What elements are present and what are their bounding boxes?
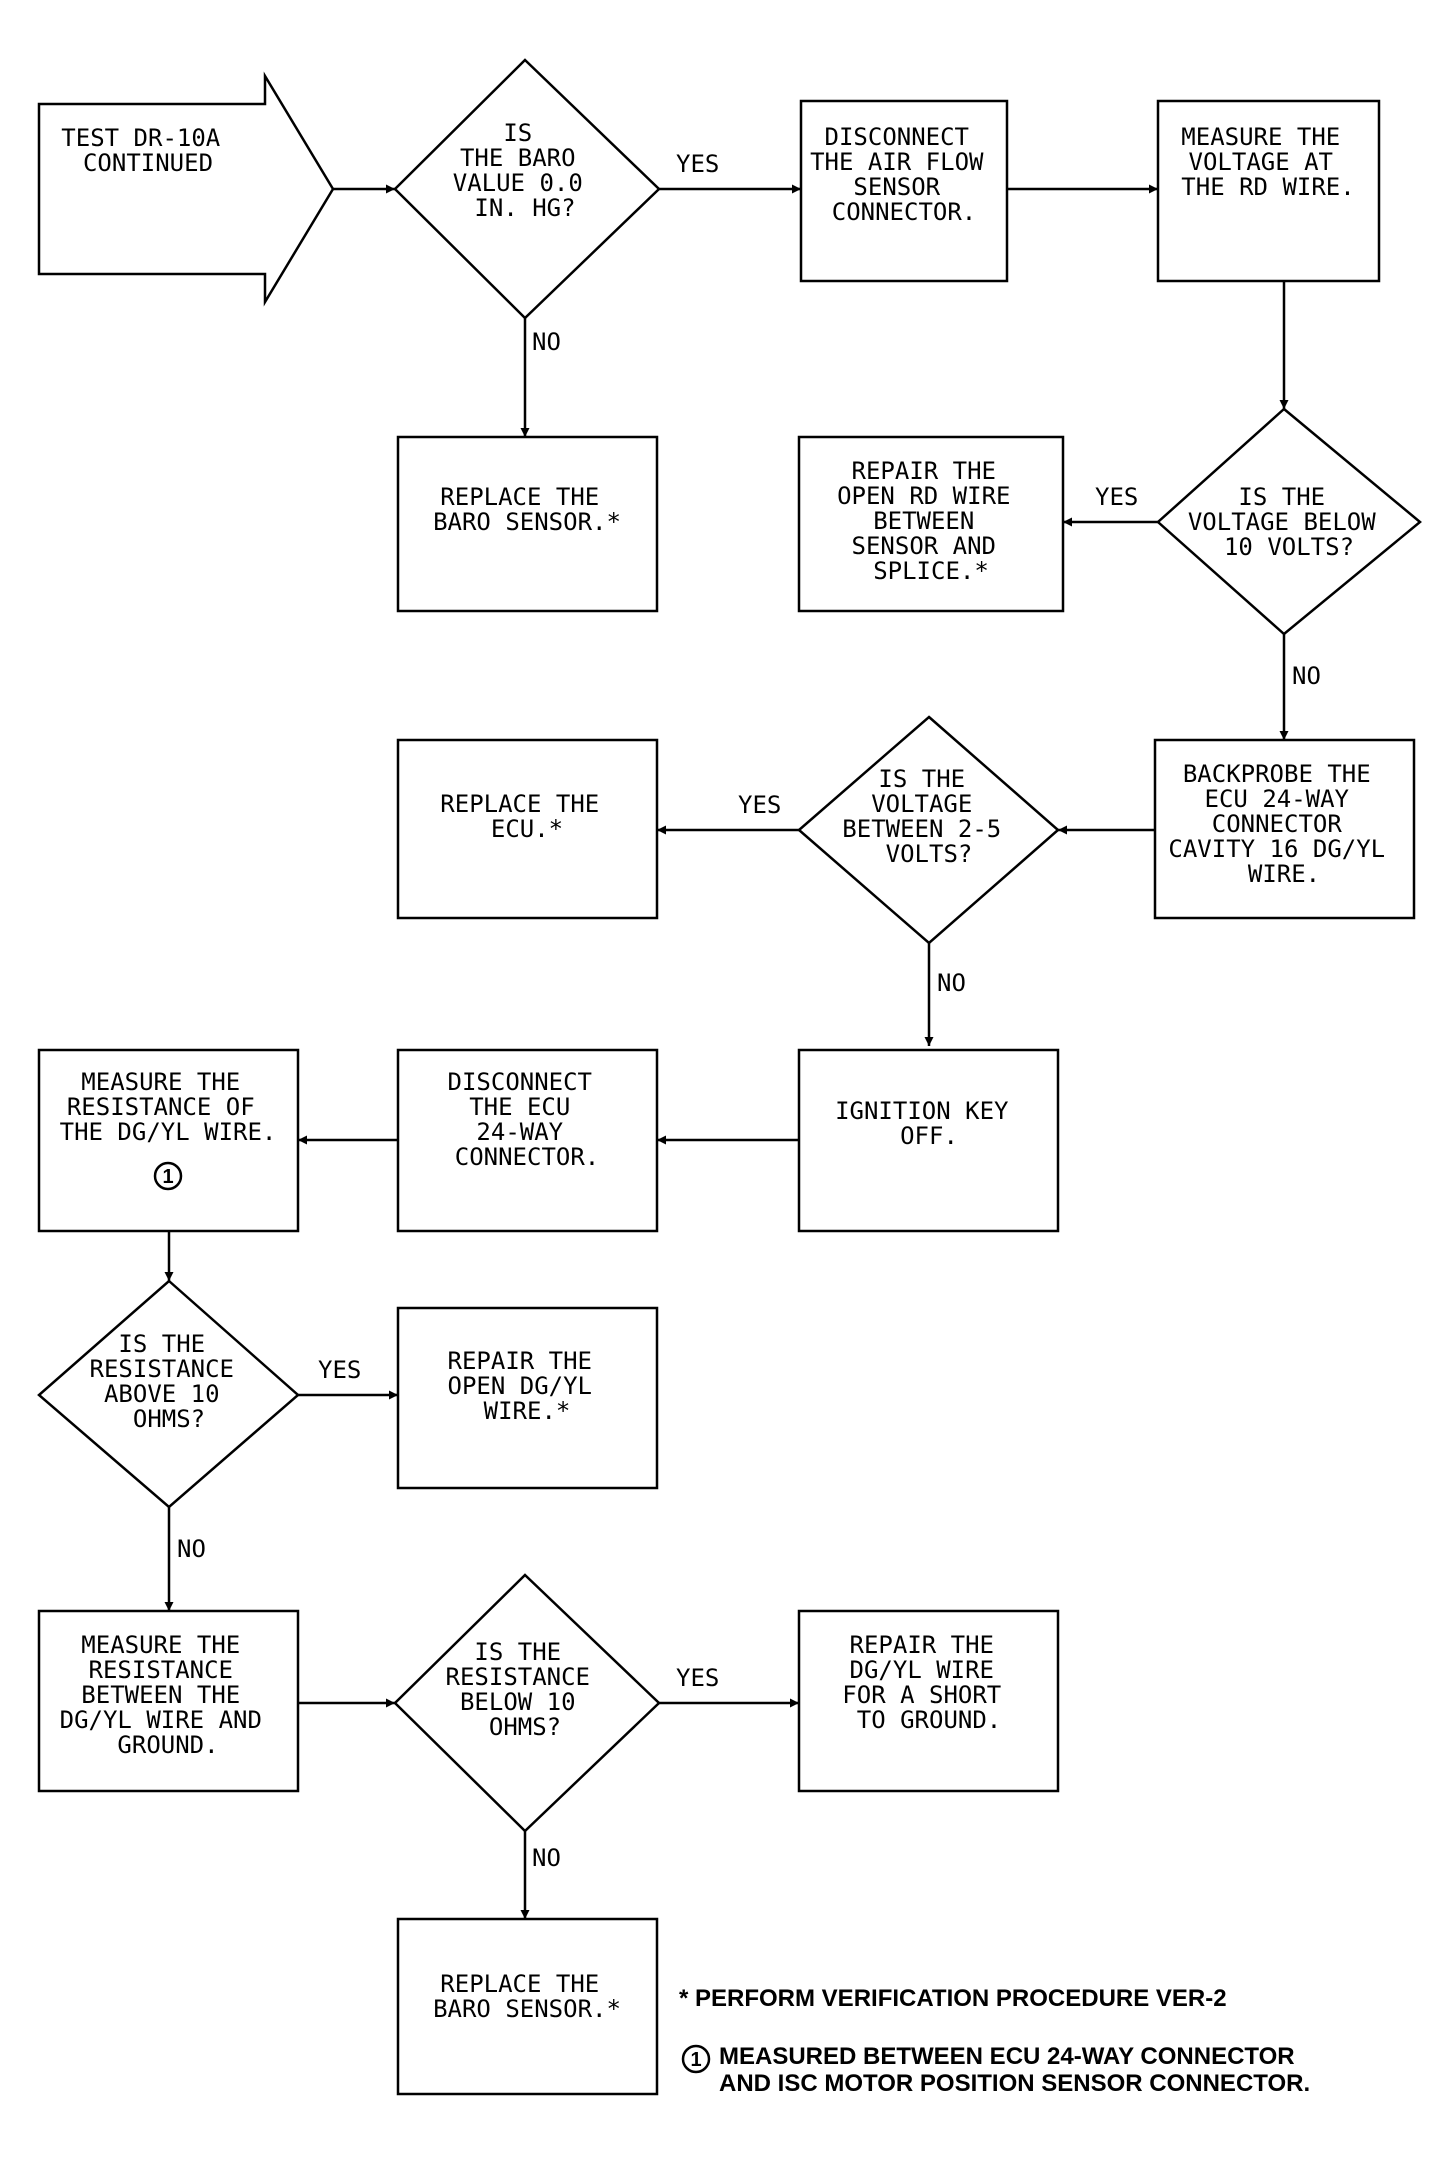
note-asterisk-verification: * PERFORM VERIFICATION PROCEDURE VER-2: [679, 1985, 1227, 2012]
box-replace-ecu-text: REPLACE THE ECU.*: [440, 790, 613, 843]
box-repair-open-rd-wire: [797, 435, 1065, 613]
box-disconnect-ecu-text: DISCONNECT THE ECU 24-WAY CONNECTOR.: [448, 1068, 607, 1171]
label-yes-voltage25: YES: [738, 791, 781, 819]
footnotes: * PERFORM VERIFICATION PROCEDURE VER-2 1…: [679, 1985, 1310, 2097]
box-repair-open-rd-wire-text: REPAIR THE OPEN RD WIRE BETWEEN SENSOR A…: [837, 457, 1025, 585]
box-disconnect-air-flow-sensor: [799, 99, 1009, 283]
box-repair-short-to-ground: [797, 1609, 1060, 1793]
box-measure-voltage-rd: [1156, 99, 1381, 283]
decision-voltage-between-2-5: [797, 715, 1060, 945]
decision-resistance-below-10-text: IS THE RESISTANCE BELOW 10 OHMS?: [446, 1638, 605, 1741]
label-no-voltage10: NO: [1292, 662, 1321, 690]
box-backprobe-ecu: [1153, 738, 1416, 920]
note-circled-line-2: AND ISC MOTOR POSITION SENSOR CONNECTOR.: [719, 2070, 1310, 2097]
box-repair-open-dgyl-wire: [396, 1306, 659, 1490]
box-ignition-key-off: [797, 1048, 1060, 1233]
decision-resistance-above-10-text: IS THE RESISTANCE ABOVE 10 OHMS?: [90, 1330, 249, 1433]
label-yes-res-below: YES: [676, 1664, 719, 1692]
label-no-res-above: NO: [177, 1535, 206, 1563]
decision-baro-value: [393, 58, 661, 320]
box-replace-baro-sensor-2-text: REPLACE THE BARO SENSOR.*: [433, 1970, 621, 2023]
connectors: [164, 184, 1289, 1919]
label-no-baro: NO: [532, 328, 561, 356]
box-measure-resistance-ground-text: MEASURE THE RESISTANCE BETWEEN THE DG/YL…: [60, 1631, 277, 1759]
box-replace-ecu: [396, 738, 659, 920]
box-replace-baro-sensor-1: [396, 435, 659, 613]
label-yes-voltage10: YES: [1095, 483, 1138, 511]
decision-resistance-below-10: [393, 1573, 661, 1833]
start-block-arrow: [37, 71, 335, 307]
box-ignition-key-off-text: IGNITION KEY OFF.: [835, 1097, 1023, 1150]
box-replace-baro-sensor-1-text: REPLACE THE BARO SENSOR.*: [433, 483, 621, 536]
box-measure-voltage-rd-text: MEASURE THE VOLTAGE AT THE RD WIRE.: [1181, 123, 1354, 201]
decision-resistance-above-10: [37, 1279, 300, 1509]
decision-voltage-below-10: [1156, 407, 1422, 636]
decision-voltage-between-2-5-text: IS THE VOLTAGE BETWEEN 2-5 VOLTS?: [842, 765, 1015, 868]
label-yes-res-above: YES: [318, 1356, 361, 1384]
box-disconnect-ecu: [396, 1048, 659, 1233]
decision-voltage-below-10-text: IS THE VOLTAGE BELOW 10 VOLTS?: [1188, 483, 1390, 561]
box-measure-resistance-ground: [37, 1609, 300, 1793]
label-no-res-below: NO: [532, 1844, 561, 1872]
box-disconnect-air-flow-sensor-text: DISCONNECT THE AIR FLOW SENSOR CONNECTOR…: [810, 123, 998, 226]
note-circled-line-1: MEASURED BETWEEN ECU 24-WAY CONNECTOR: [719, 2043, 1295, 2070]
label-no-voltage25: NO: [937, 969, 966, 997]
box-measure-resistance-dgyl: [37, 1048, 300, 1233]
branch-labels: YES NO YES NO YES NO YES NO YES NO: [177, 150, 1321, 1872]
box-repair-open-dgyl-wire-text: REPAIR THE OPEN DG/YL WIRE.*: [448, 1347, 607, 1425]
box-measure-resistance-dgyl-text: MEASURE THE RESISTANCE OF THE DG/YL WIRE…: [60, 1068, 277, 1146]
note-circled-marker-icon: [681, 2044, 711, 2074]
label-yes-baro: YES: [676, 150, 719, 178]
decision-baro-value-text: IS THE BARO VALUE 0.0 IN. HG?: [453, 119, 598, 222]
box-replace-baro-sensor-2: [396, 1917, 659, 2096]
box-backprobe-ecu-text: BACKPROBE THE ECU 24-WAY CONNECTOR CAVIT…: [1168, 760, 1399, 888]
start-label: TEST DR-10A CONTINUED: [61, 124, 234, 177]
circled-note-marker-icon: [153, 1161, 183, 1191]
circled-note-marker-number: 1: [162, 1166, 173, 1188]
box-repair-short-to-ground-text: REPAIR THE DG/YL WIRE FOR A SHORT TO GRO…: [842, 1631, 1015, 1734]
note-circled-marker-number: 1: [690, 2049, 701, 2071]
